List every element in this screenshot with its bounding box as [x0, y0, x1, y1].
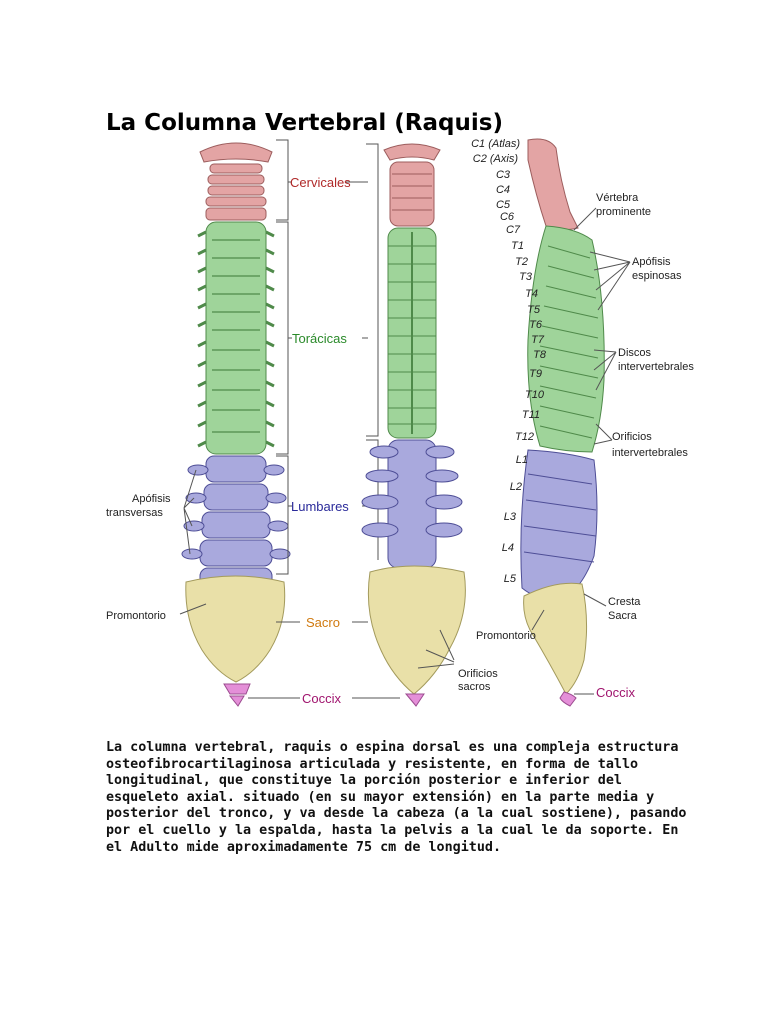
vertebra-label: T10: [525, 389, 545, 401]
vertebra-label: L4: [502, 542, 514, 554]
vertebra-label: L1: [516, 454, 528, 466]
coccyx-anterior: [223, 683, 251, 707]
vertebra-label: L3: [504, 511, 517, 523]
vertebra-label: C2 (Axis): [473, 153, 519, 165]
label-vertebra-prominente-1: Vértebra: [596, 192, 639, 204]
label-apofisis-transversas-1: Apófisis: [132, 493, 171, 505]
vertebra-label: T2: [515, 256, 528, 268]
label-orificios-iv-1: Orificios: [612, 431, 652, 443]
vertebra-label: T11: [522, 409, 540, 421]
label-toracicas: Torácicas: [292, 331, 347, 346]
vertebra-label: C6: [500, 211, 515, 223]
label-orificios-sacros-1: Orificios: [458, 668, 498, 680]
vertebra-label: T4: [525, 288, 538, 300]
vertebra-label: T3: [519, 271, 533, 283]
page-title: La Columna Vertebral (Raquis): [106, 110, 503, 136]
vertebra-label: C5: [496, 199, 511, 211]
label-orificios-iv-2: intervertebrales: [612, 447, 688, 459]
vertebra-label: T6: [529, 319, 543, 331]
description-paragraph: La columna vertebral, raquis o espina do…: [106, 740, 687, 855]
vertebra-label: T1: [511, 240, 524, 252]
spine-lateral-view: [520, 138, 631, 707]
vertebra-label: T5: [527, 304, 541, 316]
sacrum-posterior: [367, 565, 466, 695]
label-orificios-sacros-2: sacros: [458, 681, 491, 693]
cervical-vertebrae-posterior: [383, 143, 441, 227]
sacrum-anterior: [185, 575, 286, 683]
label-vertebra-prominente-2: prominente: [596, 206, 651, 218]
spine-posterior-view: [361, 143, 466, 707]
label-discos-1: Discos: [618, 347, 652, 359]
label-apofisis-espinosas-2: espinosas: [632, 270, 682, 282]
label-cresta-2: Sacra: [608, 610, 638, 622]
cervical-vertebrae-lateral: [527, 138, 579, 231]
coccyx-lateral: [559, 691, 577, 707]
thoracic-vertebrae-anterior: [197, 221, 275, 455]
label-promontorio-right: Promontorio: [476, 630, 536, 642]
lumbar-vertebrae-lateral: [520, 449, 598, 603]
label-sacro: Sacro: [306, 615, 340, 630]
vertebra-label: L2: [510, 481, 522, 493]
cervical-vertebrae-anterior: [199, 142, 273, 221]
lumbar-vertebrae-posterior: [361, 439, 463, 569]
sacrum-lateral: [523, 582, 588, 695]
label-apofisis-transversas-2: transversas: [106, 507, 163, 519]
spine-illustration: Cervicales Torácicas Lumbares Sacro Cocc…: [106, 138, 694, 707]
thoracic-vertebrae-posterior: [387, 227, 437, 439]
vertebra-label: C3: [496, 169, 511, 181]
label-lumbares: Lumbares: [291, 499, 349, 514]
label-discos-2: intervertebrales: [618, 361, 694, 373]
vertebra-label: T7: [531, 334, 545, 346]
label-promontorio-left: Promontorio: [106, 610, 166, 622]
vertebra-label: T8: [533, 349, 547, 361]
coccyx-posterior: [404, 693, 425, 707]
label-coccix-right: Coccix: [596, 685, 636, 700]
label-apofisis-espinosas-1: Apófisis: [632, 256, 671, 268]
vertebra-label: T12: [515, 431, 534, 443]
vertebra-label: T9: [529, 368, 542, 380]
label-cervicales: Cervicales: [290, 175, 351, 190]
vertebra-label: C7: [506, 224, 521, 236]
vertebra-label: L5: [504, 573, 517, 585]
label-coccix: Coccix: [302, 691, 342, 706]
lumbar-vertebrae-anterior: [181, 455, 291, 597]
vertebra-label: C1 (Atlas): [471, 138, 520, 150]
vertebra-labels: C1 (Atlas) C2 (Axis) C3C4C5C6C7T1T2T3T4T5T…: [471, 138, 547, 585]
label-cresta-1: Cresta: [608, 596, 641, 608]
spine-anterior-view: [181, 142, 291, 707]
vertebra-label: C4: [496, 184, 510, 196]
